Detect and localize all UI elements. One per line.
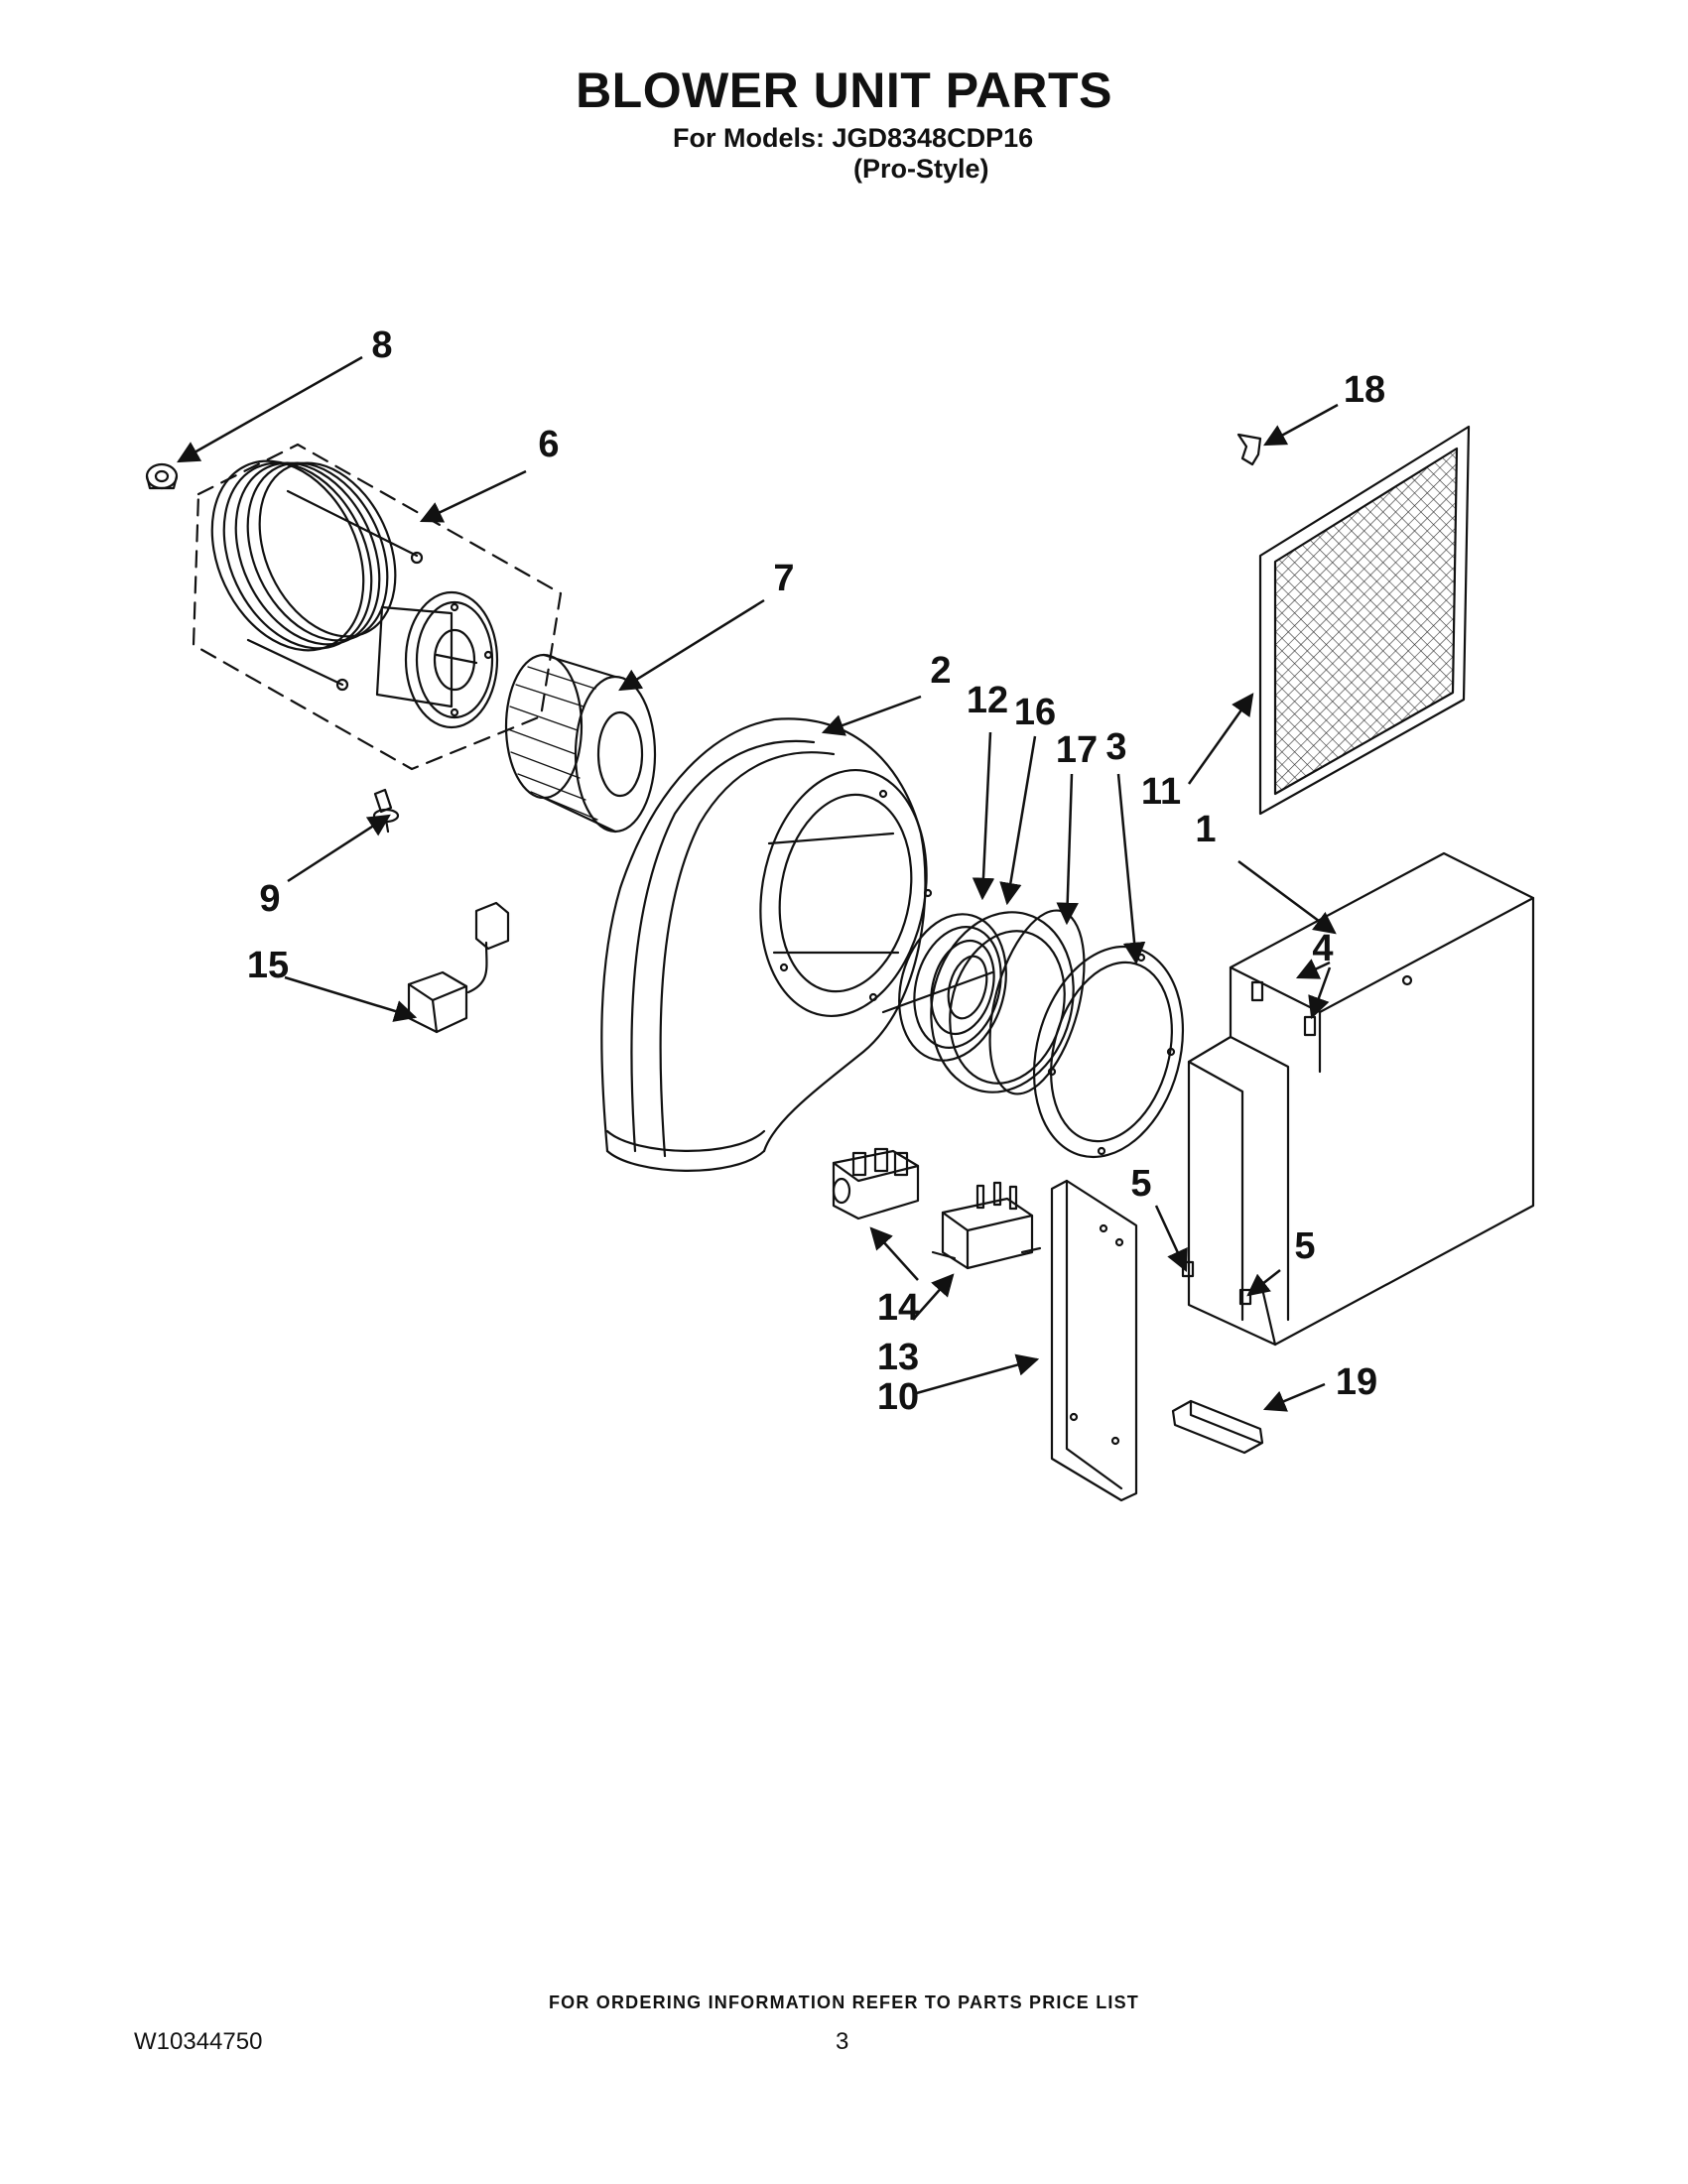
callout-3: 3: [1105, 726, 1126, 768]
part-6-motor-assembly-outline: [192, 443, 563, 771]
callout-10: 10: [877, 1376, 919, 1418]
callout-5-left: 5: [1130, 1163, 1151, 1205]
callout-labels: 1 2 3 4 5 5 6 7 8 9 10 11 12 13 14 15 16…: [247, 324, 1385, 1418]
callout-13: 13: [877, 1337, 919, 1378]
part-1-enclosure: [1181, 851, 1535, 1347]
callout-11: 11: [1141, 771, 1181, 813]
callout-18: 18: [1344, 369, 1385, 411]
ordering-note: FOR ORDERING INFORMATION REFER TO PARTS …: [548, 1992, 1139, 2012]
callout-15: 15: [247, 945, 289, 986]
callout-17: 17: [1056, 729, 1098, 771]
part-2-blower-housing: [600, 717, 933, 1172]
callout-5-right: 5: [1294, 1225, 1315, 1267]
part-15-connector: [407, 901, 510, 1034]
page-title: BLOWER UNIT PARTS: [576, 63, 1112, 118]
callout-16: 16: [1014, 692, 1056, 733]
callout-1: 1: [1195, 809, 1216, 850]
part-11-filter-screen: [1258, 425, 1471, 816]
part-3-gasket: [1032, 945, 1185, 1159]
part-8-nut: [145, 462, 179, 490]
part-9-screw: [372, 788, 400, 834]
part-18-clip: [1236, 433, 1262, 466]
models-line: For Models: JGD8348CDP16: [673, 123, 1034, 153]
callout-4: 4: [1312, 928, 1333, 969]
document-number: W10344750: [134, 2028, 263, 2055]
callout-19: 19: [1336, 1361, 1377, 1403]
style-line: (Pro-Style): [853, 154, 989, 184]
part-13-relay: [931, 1181, 1042, 1270]
callout-14: 14: [877, 1287, 919, 1329]
callout-8: 8: [371, 324, 392, 366]
callout-7: 7: [773, 558, 794, 599]
part-14-terminal-block: [832, 1147, 920, 1220]
part-7-blower-wheel: [504, 653, 657, 834]
callout-9: 9: [259, 878, 280, 920]
page-number: 3: [836, 2028, 849, 2055]
part-12-element: [881, 913, 1007, 1062]
callout-12: 12: [967, 680, 1008, 721]
part-6-coil: [210, 459, 424, 692]
callout-6: 6: [538, 424, 559, 465]
callout-2: 2: [930, 650, 951, 692]
part-10-panel: [1050, 1179, 1138, 1502]
part-6-motor: [375, 590, 499, 729]
leader-arrows: [177, 355, 1339, 1412]
part-19-bracket: [1171, 1399, 1264, 1455]
